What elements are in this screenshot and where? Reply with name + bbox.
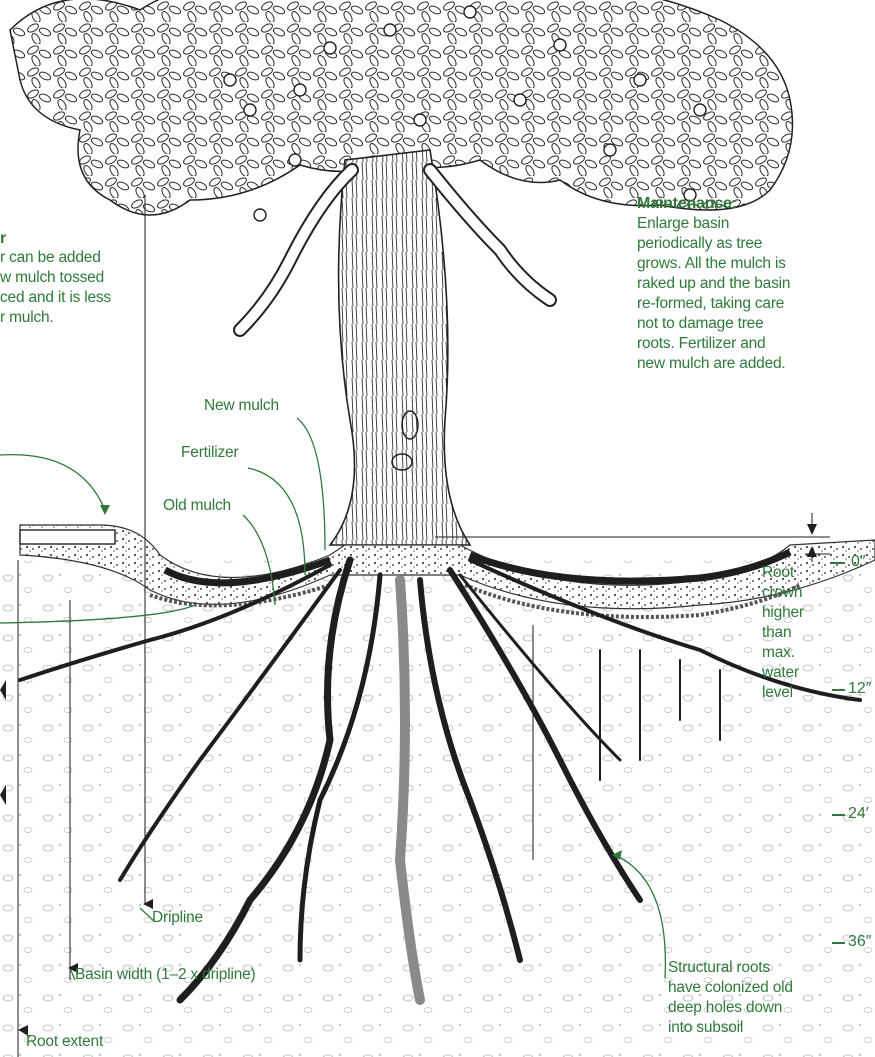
new-mulch-label: New mulch <box>204 396 279 416</box>
dripline-label: Dripline <box>152 908 203 928</box>
depth-24: 24′ <box>848 805 869 823</box>
old-mulch-label: Old mulch <box>163 496 231 516</box>
maintenance-body: Enlarge basin periodically as tree grows… <box>637 214 832 374</box>
maintenance-title: Maintenance: <box>637 194 737 214</box>
structural-roots-label: Structural roots have colonized old deep… <box>668 958 828 1038</box>
depth-36: 36″ <box>848 933 871 951</box>
root-crown-label: Root crown higher than max. water level <box>762 563 822 703</box>
basin-width-label: Basin width (1–2 x dripline) <box>75 965 256 985</box>
left-partial-text: r can be added w mulch tossed ced and it… <box>0 248 111 328</box>
root-extent-label: Root extent <box>26 1032 103 1052</box>
depth-12: 12″ <box>848 680 871 698</box>
left-partial-heading: r <box>0 229 6 249</box>
tree-trunk <box>240 150 550 545</box>
depth-0: 0″ <box>851 553 866 571</box>
fertilizer-label: Fertilizer <box>181 443 238 463</box>
pipe <box>20 530 115 544</box>
